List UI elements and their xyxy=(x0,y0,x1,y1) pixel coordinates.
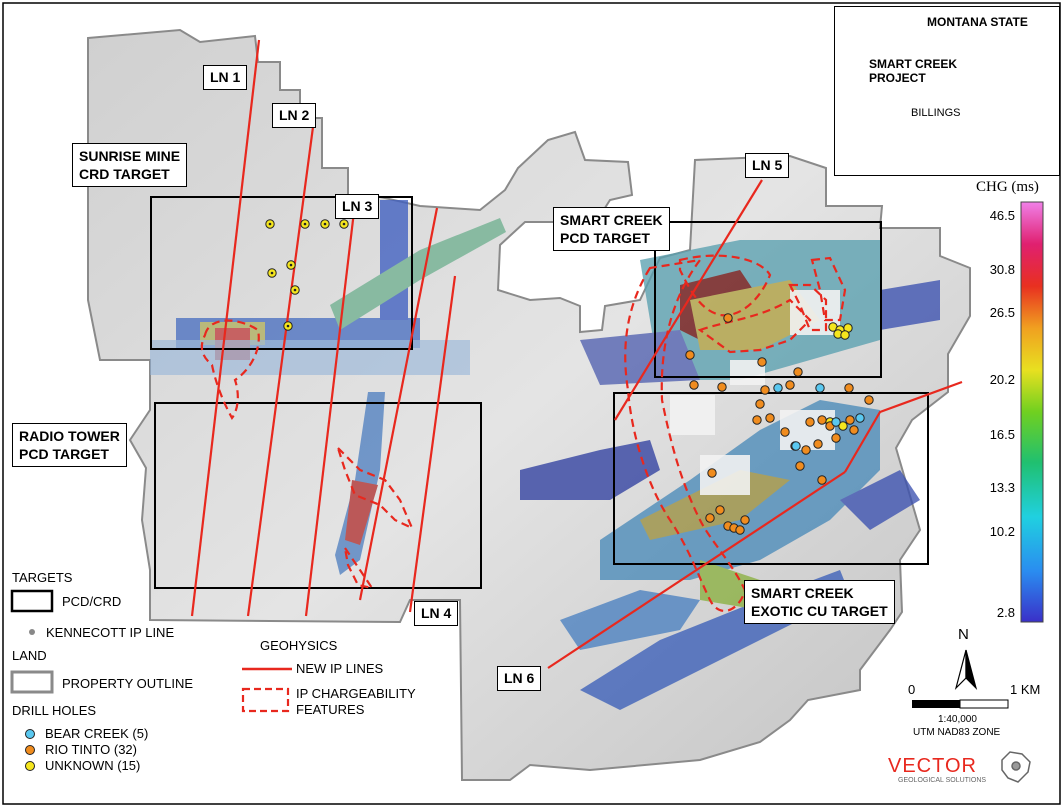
ip-line-6 xyxy=(547,471,846,669)
inset-city-label: BILLINGS xyxy=(911,107,961,119)
ln5-label: LN 5 xyxy=(745,153,790,178)
radio-target-label: RADIO TOWER PCD TARGET xyxy=(12,423,127,467)
logo-sub: GEOLOGICAL SOLUTIONS xyxy=(898,777,987,784)
legend-new-ip: NEW IP LINES xyxy=(296,661,384,676)
colorbar-tick: 46.5 xyxy=(989,208,1015,223)
legend-land-header: LAND xyxy=(12,648,47,663)
ln4-label: LN 4 xyxy=(414,601,459,626)
colorbar-tick: 16.5 xyxy=(989,427,1015,442)
radio-target-box xyxy=(154,402,482,589)
smart-pcd-target-box xyxy=(654,221,882,378)
legend-geophysics-header: GEOHYSICS xyxy=(260,638,338,653)
target-boxes xyxy=(150,196,929,589)
inset-project-label: SMART CREEK PROJECT xyxy=(869,57,958,85)
colorbar-tick: 30.8 xyxy=(989,262,1015,277)
scale-zero: 0 xyxy=(908,682,916,697)
colorbar-tick: 10.2 xyxy=(989,524,1015,539)
legend-pcd-crd: PCD/CRD xyxy=(62,594,122,609)
new-ip-lines xyxy=(190,39,963,669)
colorbar-gradient xyxy=(1020,201,1044,623)
ln1-label: LN 1 xyxy=(203,65,248,90)
drill-holes-unknown xyxy=(265,219,853,431)
legend-drill-header: DRILL HOLES xyxy=(12,703,97,718)
north-label: N xyxy=(958,626,969,643)
ip-line-x xyxy=(358,207,439,601)
logo-name: VECTOR xyxy=(888,755,977,777)
legend-ip-features: IP CHARGEABILITY FEATURES xyxy=(296,686,416,717)
sunrise-target-box xyxy=(150,196,413,350)
north-arrow-icon xyxy=(954,649,978,690)
smart-pcd-target-label: SMART CREEK PCD TARGET xyxy=(553,207,670,251)
scale-km: 1 KM xyxy=(1010,682,1041,697)
ip-line-1 xyxy=(190,39,261,617)
legend-targets-header: TARGETS xyxy=(12,570,73,585)
drill-holes-unknown-dots xyxy=(268,222,346,328)
location-inset: MONTANA STATE SMART CREEK PROJECT BILLIN… xyxy=(834,6,1060,176)
legend-kennecott: KENNECOTT IP LINE xyxy=(46,625,175,640)
drill-holes-bear-creek xyxy=(773,383,865,451)
colorbar-tick: 20.2 xyxy=(989,372,1015,387)
inset-state-title: MONTANA STATE xyxy=(927,15,1028,29)
smart-exotic-target-label: SMART CREEK EXOTIC CU TARGET xyxy=(744,580,895,624)
legend-unknown: UNKNOWN (15) xyxy=(45,758,141,773)
smart-exotic-target-box xyxy=(613,392,929,565)
scale-zone: UTM NAD83 ZONE xyxy=(913,727,1001,738)
ip-line-6b xyxy=(844,380,963,473)
vector-logo-icon xyxy=(1001,751,1031,783)
ip-line-2 xyxy=(246,126,315,617)
sunrise-target-label: SUNRISE MINE CRD TARGET xyxy=(72,143,188,187)
legend-property: PROPERTY OUTLINE xyxy=(62,676,193,691)
ln2-label: LN 2 xyxy=(272,103,317,128)
ip-line-3 xyxy=(304,202,357,617)
ln3-label: LN 3 xyxy=(335,194,380,219)
ip-line-4 xyxy=(408,275,457,613)
drill-holes-rio-tinto xyxy=(685,313,874,535)
legend-rio-tinto: RIO TINTO (32) xyxy=(45,742,137,757)
legend-bear-creek: BEAR CREEK (5) xyxy=(45,726,149,741)
scale-ratio: 1:40,000 xyxy=(938,714,977,725)
colorbar-tick: 13.3 xyxy=(989,480,1015,495)
ln6-label: LN 6 xyxy=(497,666,542,691)
colorbar-tick: 2.8 xyxy=(996,605,1015,620)
scale-bar xyxy=(912,700,960,708)
ip-line-5 xyxy=(614,179,763,421)
colorbar-title: CHG (ms) xyxy=(976,179,1039,195)
legend-symbols xyxy=(10,589,292,771)
colorbar-tick: 26.5 xyxy=(989,305,1015,320)
